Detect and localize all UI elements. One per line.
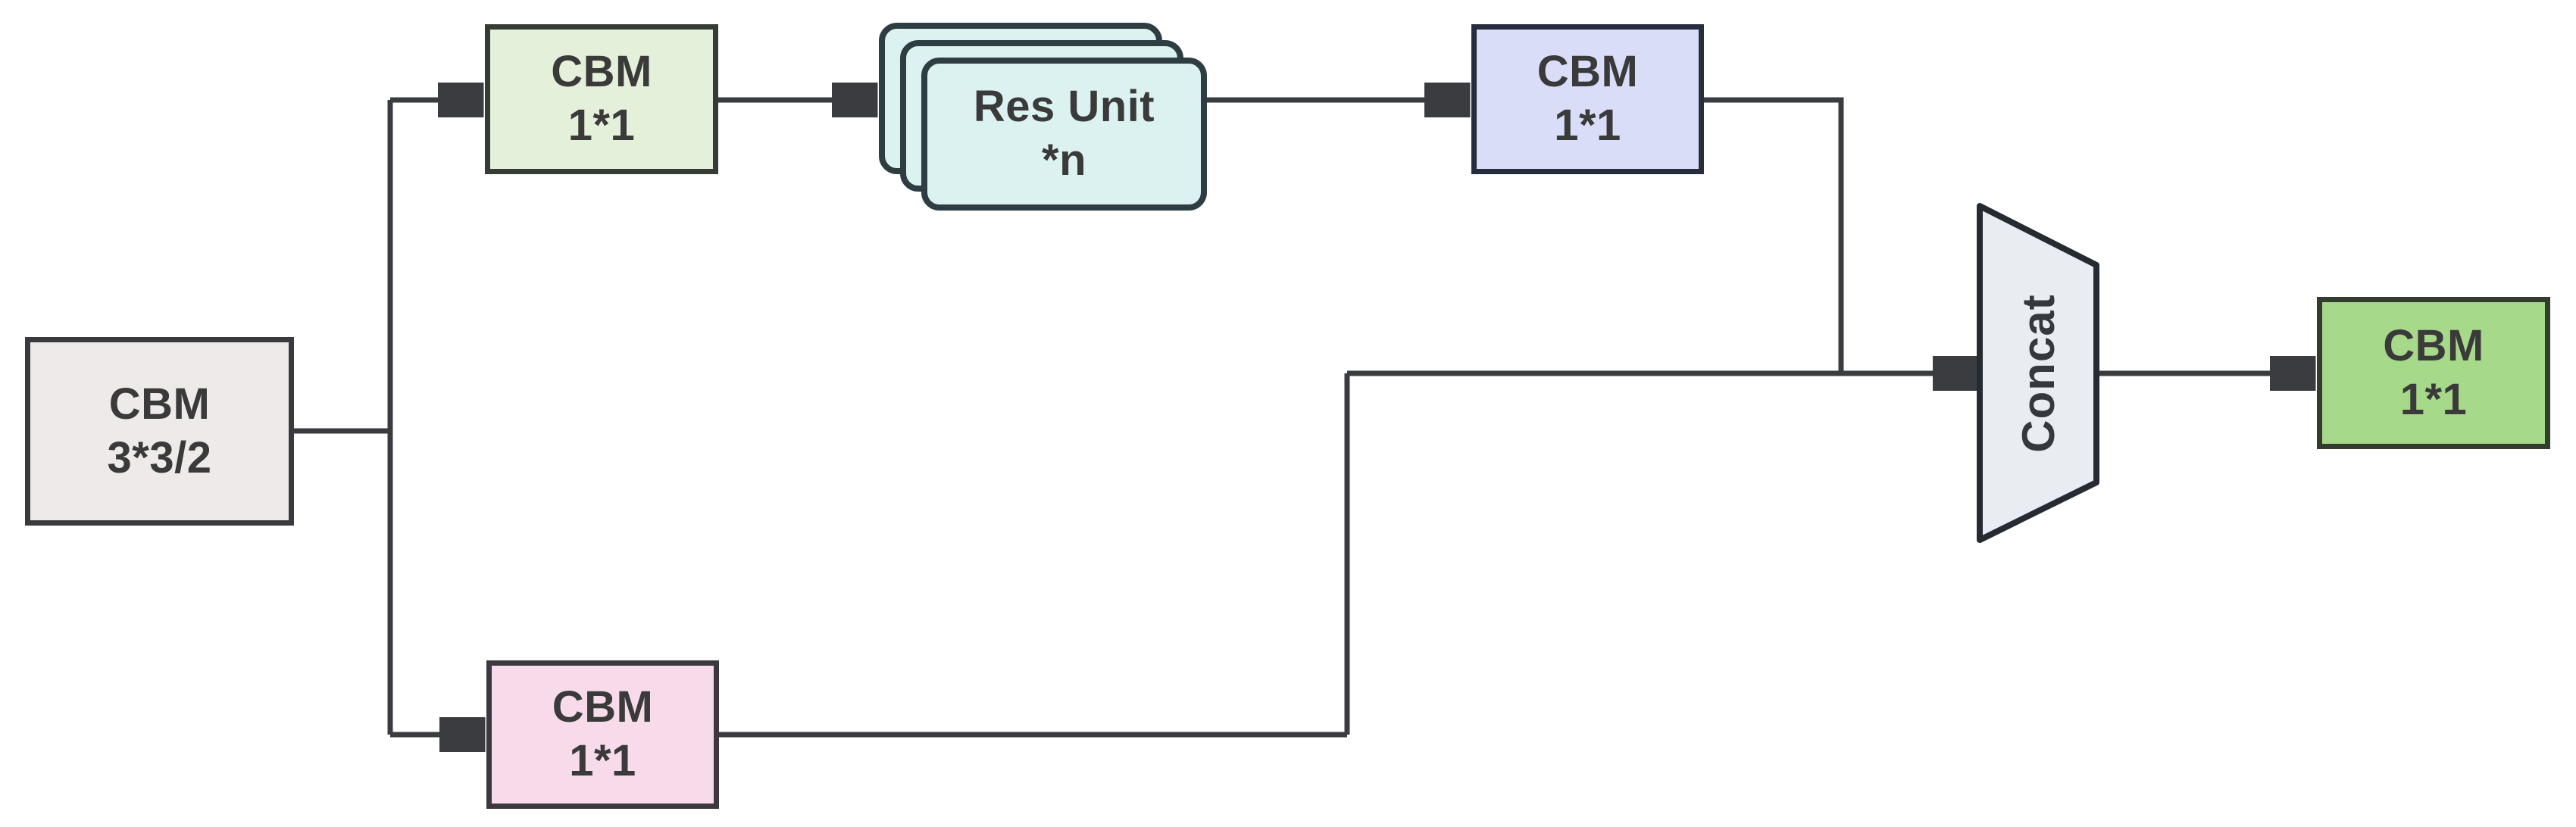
node-cbm-output: CBM 1*1: [2317, 297, 2550, 449]
node-label: CBM: [108, 379, 211, 429]
node-res-unit: Res Unit *n: [921, 58, 1207, 211]
node-kernel-size: 1*1: [569, 736, 636, 785]
node-cbm-post-res: CBM 1*1: [1471, 24, 1704, 174]
node-kernel-size: 1*1: [567, 101, 636, 150]
node-kernel-size: 1*1: [1554, 101, 1621, 150]
node-label: CBM: [552, 682, 654, 732]
node-label: CBM: [2383, 320, 2484, 370]
node-label: CBM: [1537, 47, 1639, 97]
node-label: Res Unit: [973, 82, 1155, 132]
node-kernel-size: 1*1: [2399, 374, 2468, 424]
node-cbm-input: CBM 3*3/2: [25, 337, 294, 526]
node-cbm-bottom-branch: CBM 1*1: [486, 660, 719, 809]
concat-label: Concat: [2012, 294, 2064, 453]
node-cbm-top-branch: CBM 1*1: [485, 24, 718, 174]
node-kernel-size: 3*3/2: [107, 432, 212, 482]
node-repeat-count: *n: [1042, 136, 1086, 185]
node-label: CBM: [551, 47, 652, 97]
concat-trapezoid: [1977, 203, 2099, 543]
edge-postres-down: [1704, 97, 1844, 376]
